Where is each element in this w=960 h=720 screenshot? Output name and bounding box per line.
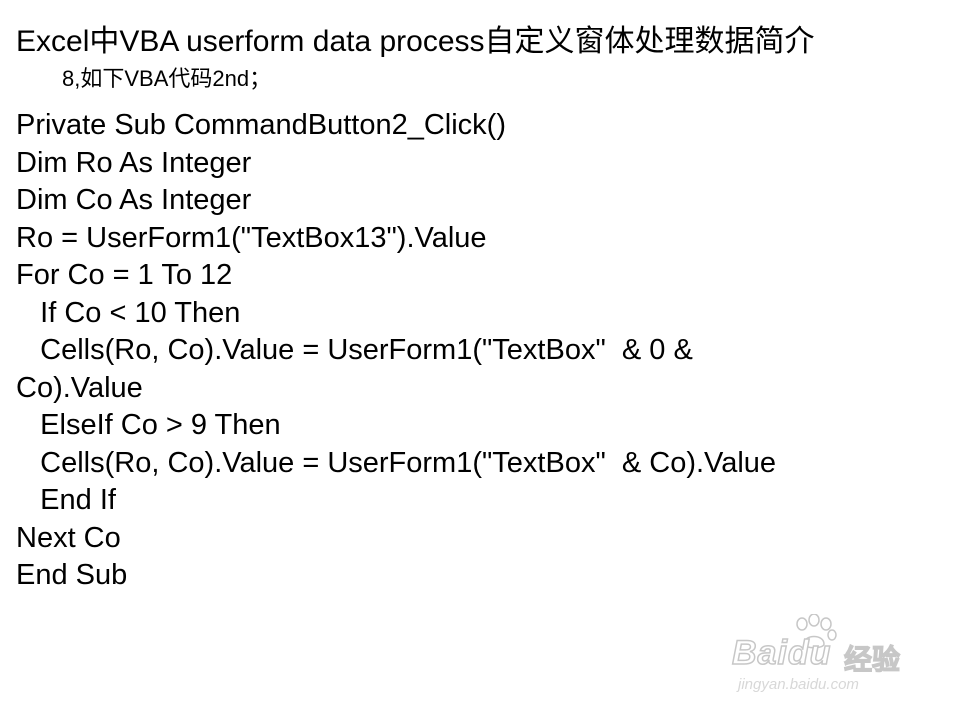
slide-title: Excel中VBA userform data process自定义窗体处理数据… <box>16 25 815 58</box>
watermark-url: jingyan.baidu.com <box>738 676 859 693</box>
watermark-brand: Baidu <box>731 633 832 673</box>
vba-code-block: Private Sub CommandButton2_Click() Dim R… <box>16 107 946 595</box>
code-line: Private Sub CommandButton2_Click() <box>16 109 506 141</box>
watermark-product: 经验 <box>843 643 901 675</box>
code-line: Dim Co As Integer <box>16 184 252 216</box>
code-line: For Co = 1 To 12 <box>16 259 233 291</box>
code-line: Ro = UserForm1("TextBox13").Value <box>16 221 487 254</box>
code-line: Next Co <box>16 521 121 554</box>
slide-subtitle: 8,如下VBA代码2nd； <box>62 66 272 91</box>
code-line: Cells(Ro, Co).Value = UserForm1("TextBox… <box>16 446 777 479</box>
code-line: End If <box>16 484 116 516</box>
code-line: ElseIf Co > 9 Then <box>16 409 281 441</box>
baidu-jingyan-watermark: Baidu 经验 jingyan.baidu.com <box>731 614 922 704</box>
code-line: End Sub <box>16 559 128 591</box>
code-line: Dim Ro As Integer <box>16 146 252 179</box>
code-line: Cells(Ro, Co).Value = UserForm1("TextBox… <box>16 334 693 366</box>
baidu-paw-icon <box>796 614 837 649</box>
code-line: Co).Value <box>16 371 143 404</box>
code-line: If Co < 10 Then <box>16 296 241 329</box>
